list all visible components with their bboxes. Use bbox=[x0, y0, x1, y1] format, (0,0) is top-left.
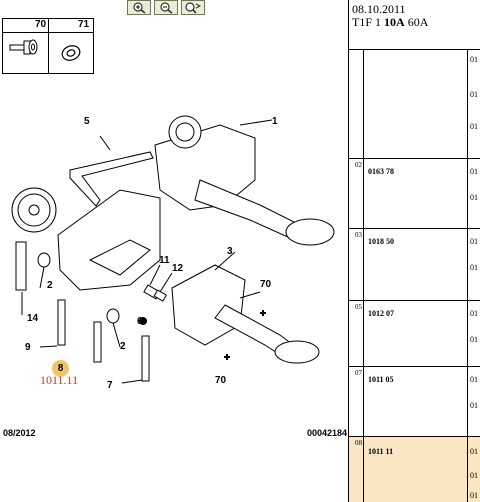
parts-list-header: 08.10.2011 T1F 1 10A 60A bbox=[349, 0, 480, 50]
bolt-washer-icon bbox=[9, 39, 38, 55]
part-label-11[interactable]: 11 bbox=[159, 255, 170, 266]
engine-model: T1F 1 10A 60A bbox=[352, 15, 429, 29]
zoom-in-icon bbox=[133, 1, 146, 14]
diagram-id: 00042184 bbox=[307, 428, 348, 438]
table-row[interactable]: 05 1012 07 01 01 bbox=[349, 301, 480, 367]
zoom-fit-icon bbox=[185, 1, 202, 14]
part-label-5[interactable]: 5 bbox=[84, 116, 90, 127]
legend-label-71: 71 bbox=[78, 19, 90, 30]
part-label-1[interactable]: 1 bbox=[272, 116, 278, 127]
table-row[interactable]: 02 0163 78 01 01 bbox=[349, 159, 480, 229]
part-label-70b[interactable]: 70 bbox=[215, 375, 227, 386]
highlighted-part-ref: 1011.11 bbox=[40, 373, 79, 387]
table-row[interactable]: 03 1018 50 01 01 bbox=[349, 229, 480, 301]
zoom-in-button[interactable] bbox=[127, 0, 151, 15]
legend-box: 70 71 bbox=[2, 18, 94, 74]
catalog-date: 08.10.2011 bbox=[352, 2, 406, 16]
zoom-out-button[interactable] bbox=[154, 0, 178, 15]
highlighted-part-badge[interactable]: 8 bbox=[52, 360, 69, 377]
washer-icon bbox=[61, 45, 81, 61]
table-row[interactable]: 01 01 01 bbox=[349, 50, 480, 159]
part-label-6[interactable]: 6 bbox=[137, 316, 143, 327]
part-label-2b[interactable]: 2 bbox=[120, 341, 126, 352]
part-label-70a[interactable]: 70 bbox=[260, 279, 272, 290]
part-label-9[interactable]: 9 bbox=[25, 342, 31, 353]
diagram-pane: 70 71 bbox=[2, 0, 348, 438]
zoom-fit-button[interactable] bbox=[181, 0, 205, 15]
part-label-7[interactable]: 7 bbox=[107, 380, 113, 391]
table-row[interactable]: 07 1011 05 01 01 bbox=[349, 367, 480, 437]
part-label-3[interactable]: 3 bbox=[227, 246, 233, 257]
part-label-14[interactable]: 14 bbox=[27, 313, 39, 324]
table-row-selected[interactable]: 08 1011 11 01 01 01 bbox=[349, 437, 480, 502]
legend-label-70: 70 bbox=[35, 19, 47, 30]
zoom-toolbar bbox=[127, 0, 217, 16]
diagram-date: 08/2012 bbox=[3, 428, 36, 438]
parts-list-pane: 08.10.2011 T1F 1 10A 60A 01 01 01 02 016… bbox=[348, 0, 480, 502]
part-label-2a[interactable]: 2 bbox=[47, 280, 53, 291]
oil-pump-exploded-view bbox=[11, 115, 335, 384]
zoom-out-icon bbox=[160, 1, 173, 14]
part-label-12[interactable]: 12 bbox=[172, 263, 184, 274]
parts-list: 01 01 01 02 0163 78 01 01 03 1018 50 01 … bbox=[349, 50, 480, 502]
